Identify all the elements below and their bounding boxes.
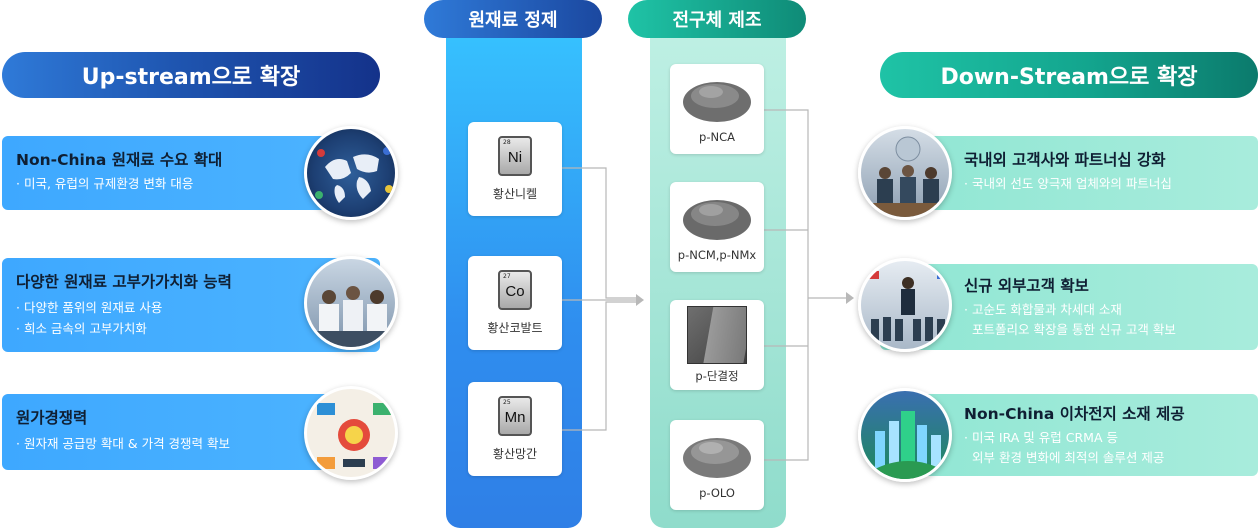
raw-material-card-ni[interactable]: 28 Ni 황산니켈: [468, 122, 562, 216]
upstream-header: Up-stream으로 확장: [2, 52, 380, 98]
single-crystal-icon: [687, 306, 747, 364]
precursor-label: p-NCM,p-NMx: [677, 248, 757, 262]
element-number: 27: [503, 273, 511, 280]
laboratory-scientists-image: [304, 256, 398, 350]
manganese-element-icon: 25 Mn: [498, 396, 532, 436]
card-title: Non-China 원재료 수요 확대: [16, 151, 223, 169]
card-title: 원가경쟁력: [16, 409, 88, 427]
business-partnership-image: [858, 126, 952, 220]
element-number: 28: [503, 139, 511, 146]
card-bullet: · 희소 금속의 고부가치화: [16, 321, 147, 336]
card-title: 국내외 고객사와 파트너십 강화: [964, 151, 1166, 169]
precursor-header: 전구체 제조: [628, 0, 806, 38]
cost-infographic-image: [304, 386, 398, 480]
card-bullet: · 미국 IRA 및 유럽 CRMA 등: [964, 430, 1118, 445]
precursor-label: p-단결정: [695, 369, 739, 383]
powder-icon: [683, 200, 751, 240]
cobalt-element-icon: 27 Co: [498, 270, 532, 310]
card-title: 신규 외부고객 확보: [964, 277, 1089, 295]
precursor-card-nca[interactable]: p-NCA: [670, 64, 764, 154]
precursor-card-single-crystal[interactable]: p-단결정: [670, 300, 764, 390]
new-customers-image: [858, 258, 952, 352]
world-map-image: [304, 126, 398, 220]
card-bullet: 외부 환경 변화에 최적의 솔루션 제공: [972, 450, 1165, 465]
downstream-header: Down-Stream으로 확장: [880, 52, 1258, 98]
precursor-card-olo[interactable]: p-OLO: [670, 420, 764, 510]
card-title: 다양한 원재료 고부가가치화 능력: [16, 273, 232, 291]
card-bullet: · 국내외 선도 양극재 업체와의 파트너십: [964, 176, 1172, 191]
element-symbol: Ni: [507, 148, 523, 166]
powder-icon: [683, 438, 751, 478]
card-bullet: · 미국, 유럽의 규제환경 변화 대응: [16, 176, 194, 191]
card-bullet: · 고순도 화합물과 차세대 소재: [964, 302, 1122, 317]
card-bullet: 포트폴리오 확장을 통한 신규 고객 확보: [972, 322, 1176, 337]
raw-material-card-co[interactable]: 27 Co 황산코발트: [468, 256, 562, 350]
element-symbol: Co: [505, 282, 525, 300]
card-bullet: · 원자재 공급망 확대 & 가격 경쟁력 확보: [16, 436, 231, 451]
card-title: Non-China 이차전지 소재 제공: [964, 405, 1185, 423]
raw-material-label: 황산망간: [492, 447, 538, 461]
nickel-element-icon: 28 Ni: [498, 136, 532, 176]
raw-material-label: 황산니켈: [492, 187, 538, 201]
element-symbol: Mn: [504, 408, 526, 426]
battery-materials-image: [858, 388, 952, 482]
precursor-label: p-NCA: [699, 130, 735, 144]
card-bullet: · 다양한 품위의 원재료 사용: [16, 300, 163, 315]
precursor-label: p-OLO: [699, 486, 735, 500]
powder-icon: [683, 82, 751, 122]
raw-material-card-mn[interactable]: 25 Mn 황산망간: [468, 382, 562, 476]
precursor-card-ncm[interactable]: p-NCM,p-NMx: [670, 182, 764, 272]
raw-refine-header: 원재료 정제: [424, 0, 602, 38]
element-number: 25: [503, 399, 511, 406]
raw-material-label: 황산코발트: [487, 321, 543, 335]
